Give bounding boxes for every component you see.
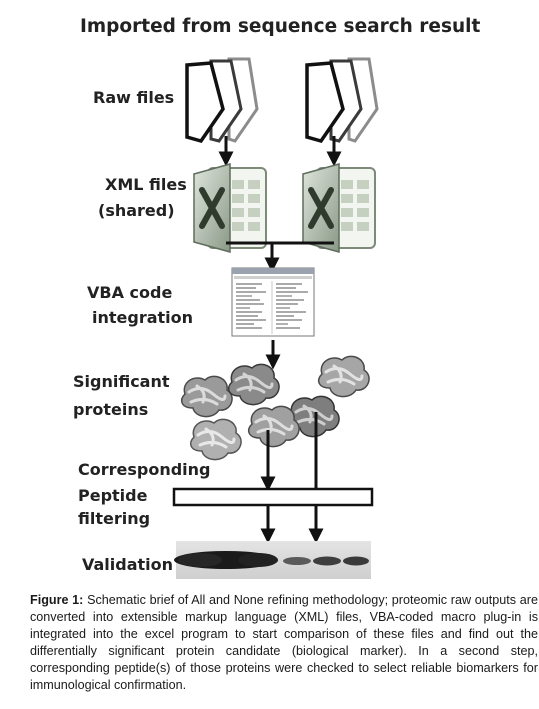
excel-xml-file-icon: [302, 163, 376, 253]
validation-label: Validation: [82, 555, 173, 574]
protein-structure-icon: [287, 395, 340, 438]
peptide-filtering-label: Corresponding Peptide filtering: [78, 460, 216, 528]
xml-files-label-line2: (shared): [98, 201, 175, 220]
peptide-filtering-label-line2: Peptide: [78, 486, 148, 505]
peptide-filtering-label-line3: filtering: [78, 509, 150, 528]
xml-files-label: XML files (shared): [98, 175, 192, 220]
raw-files-label: Raw files: [93, 88, 174, 107]
protein-structure-icon: [180, 375, 233, 418]
vba-code-label: VBA code integration: [87, 283, 193, 327]
vba-code-label-line2: integration: [92, 308, 193, 327]
figure-caption-text: Schematic brief of All and None refining…: [30, 593, 539, 692]
protein-structure-icon: [227, 363, 280, 406]
significant-proteins-label-line1: Significant: [73, 372, 170, 391]
diagram-title: Imported from sequence search result: [80, 16, 480, 37]
excel-xml-file-icon: [193, 163, 267, 253]
significant-proteins-label-line2: proteins: [73, 400, 148, 419]
vba-code-label-line1: VBA code: [87, 283, 172, 302]
peptide-filtering-label-line1: Corresponding: [78, 460, 211, 479]
significant-proteins-label: Significant proteins: [73, 372, 175, 419]
workflow-diagram: Imported from sequence search result Raw…: [73, 16, 480, 579]
protein-structure-icon: [247, 405, 300, 448]
peptide-filter-bar: [172, 487, 374, 507]
vba-code-screenshot-icon: [231, 267, 315, 337]
figure-caption-label: Figure 1:: [30, 593, 84, 607]
document-stack-icon: [305, 57, 379, 144]
xml-files-label-line1: XML files: [105, 175, 187, 194]
document-stack-icon: [185, 57, 259, 144]
protein-structure-icon: [317, 355, 370, 398]
figure-caption: Figure 1: Schematic brief of All and Non…: [30, 592, 538, 694]
protein-structure-icon: [189, 418, 242, 461]
western-blot-image: [174, 541, 371, 579]
